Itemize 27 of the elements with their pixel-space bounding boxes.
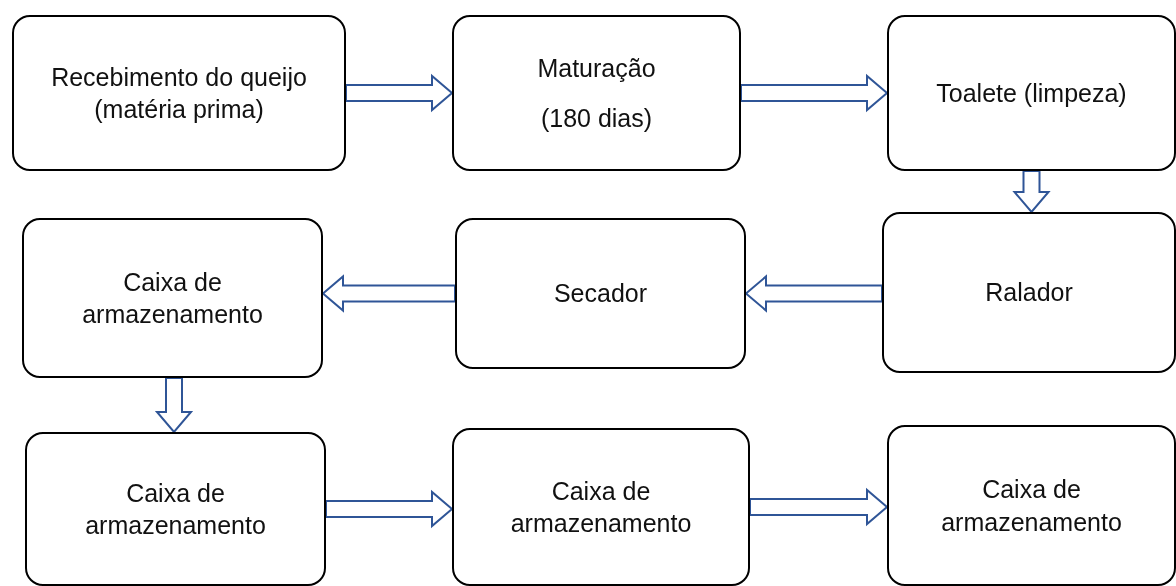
- block-arrow: [154, 377, 194, 434]
- process-box: [25, 432, 326, 586]
- process-box: [22, 218, 323, 378]
- block-arrow: [345, 73, 454, 113]
- step-label: Caixa de armazenamento: [84, 477, 267, 541]
- process-box: [882, 212, 1176, 373]
- block-arrow: [740, 73, 889, 113]
- process-box: [12, 15, 346, 171]
- block-arrow: [744, 274, 883, 313]
- step-label: Secador: [553, 278, 648, 310]
- block-arrow: [321, 274, 456, 313]
- step-label: Ralador: [985, 277, 1073, 309]
- block-arrow: [325, 489, 454, 529]
- process-box: [455, 218, 746, 369]
- step-label: (180 dias): [540, 103, 653, 134]
- process-box: [452, 428, 750, 586]
- step-label: Caixa de armazenamento: [509, 475, 693, 539]
- step-label: Toalete (limpeza): [936, 77, 1127, 109]
- step-label: Caixa de armazenamento: [940, 474, 1123, 538]
- block-arrow: [749, 487, 889, 527]
- process-box: [887, 425, 1176, 586]
- step-label: Maturação: [537, 52, 656, 84]
- process-box: [452, 15, 741, 171]
- block-arrow: [1012, 170, 1051, 214]
- process-box: [887, 15, 1176, 171]
- step-label: Caixa de armazenamento: [81, 266, 264, 330]
- step-label: Recebimento do queijo (matéria prima): [50, 61, 308, 125]
